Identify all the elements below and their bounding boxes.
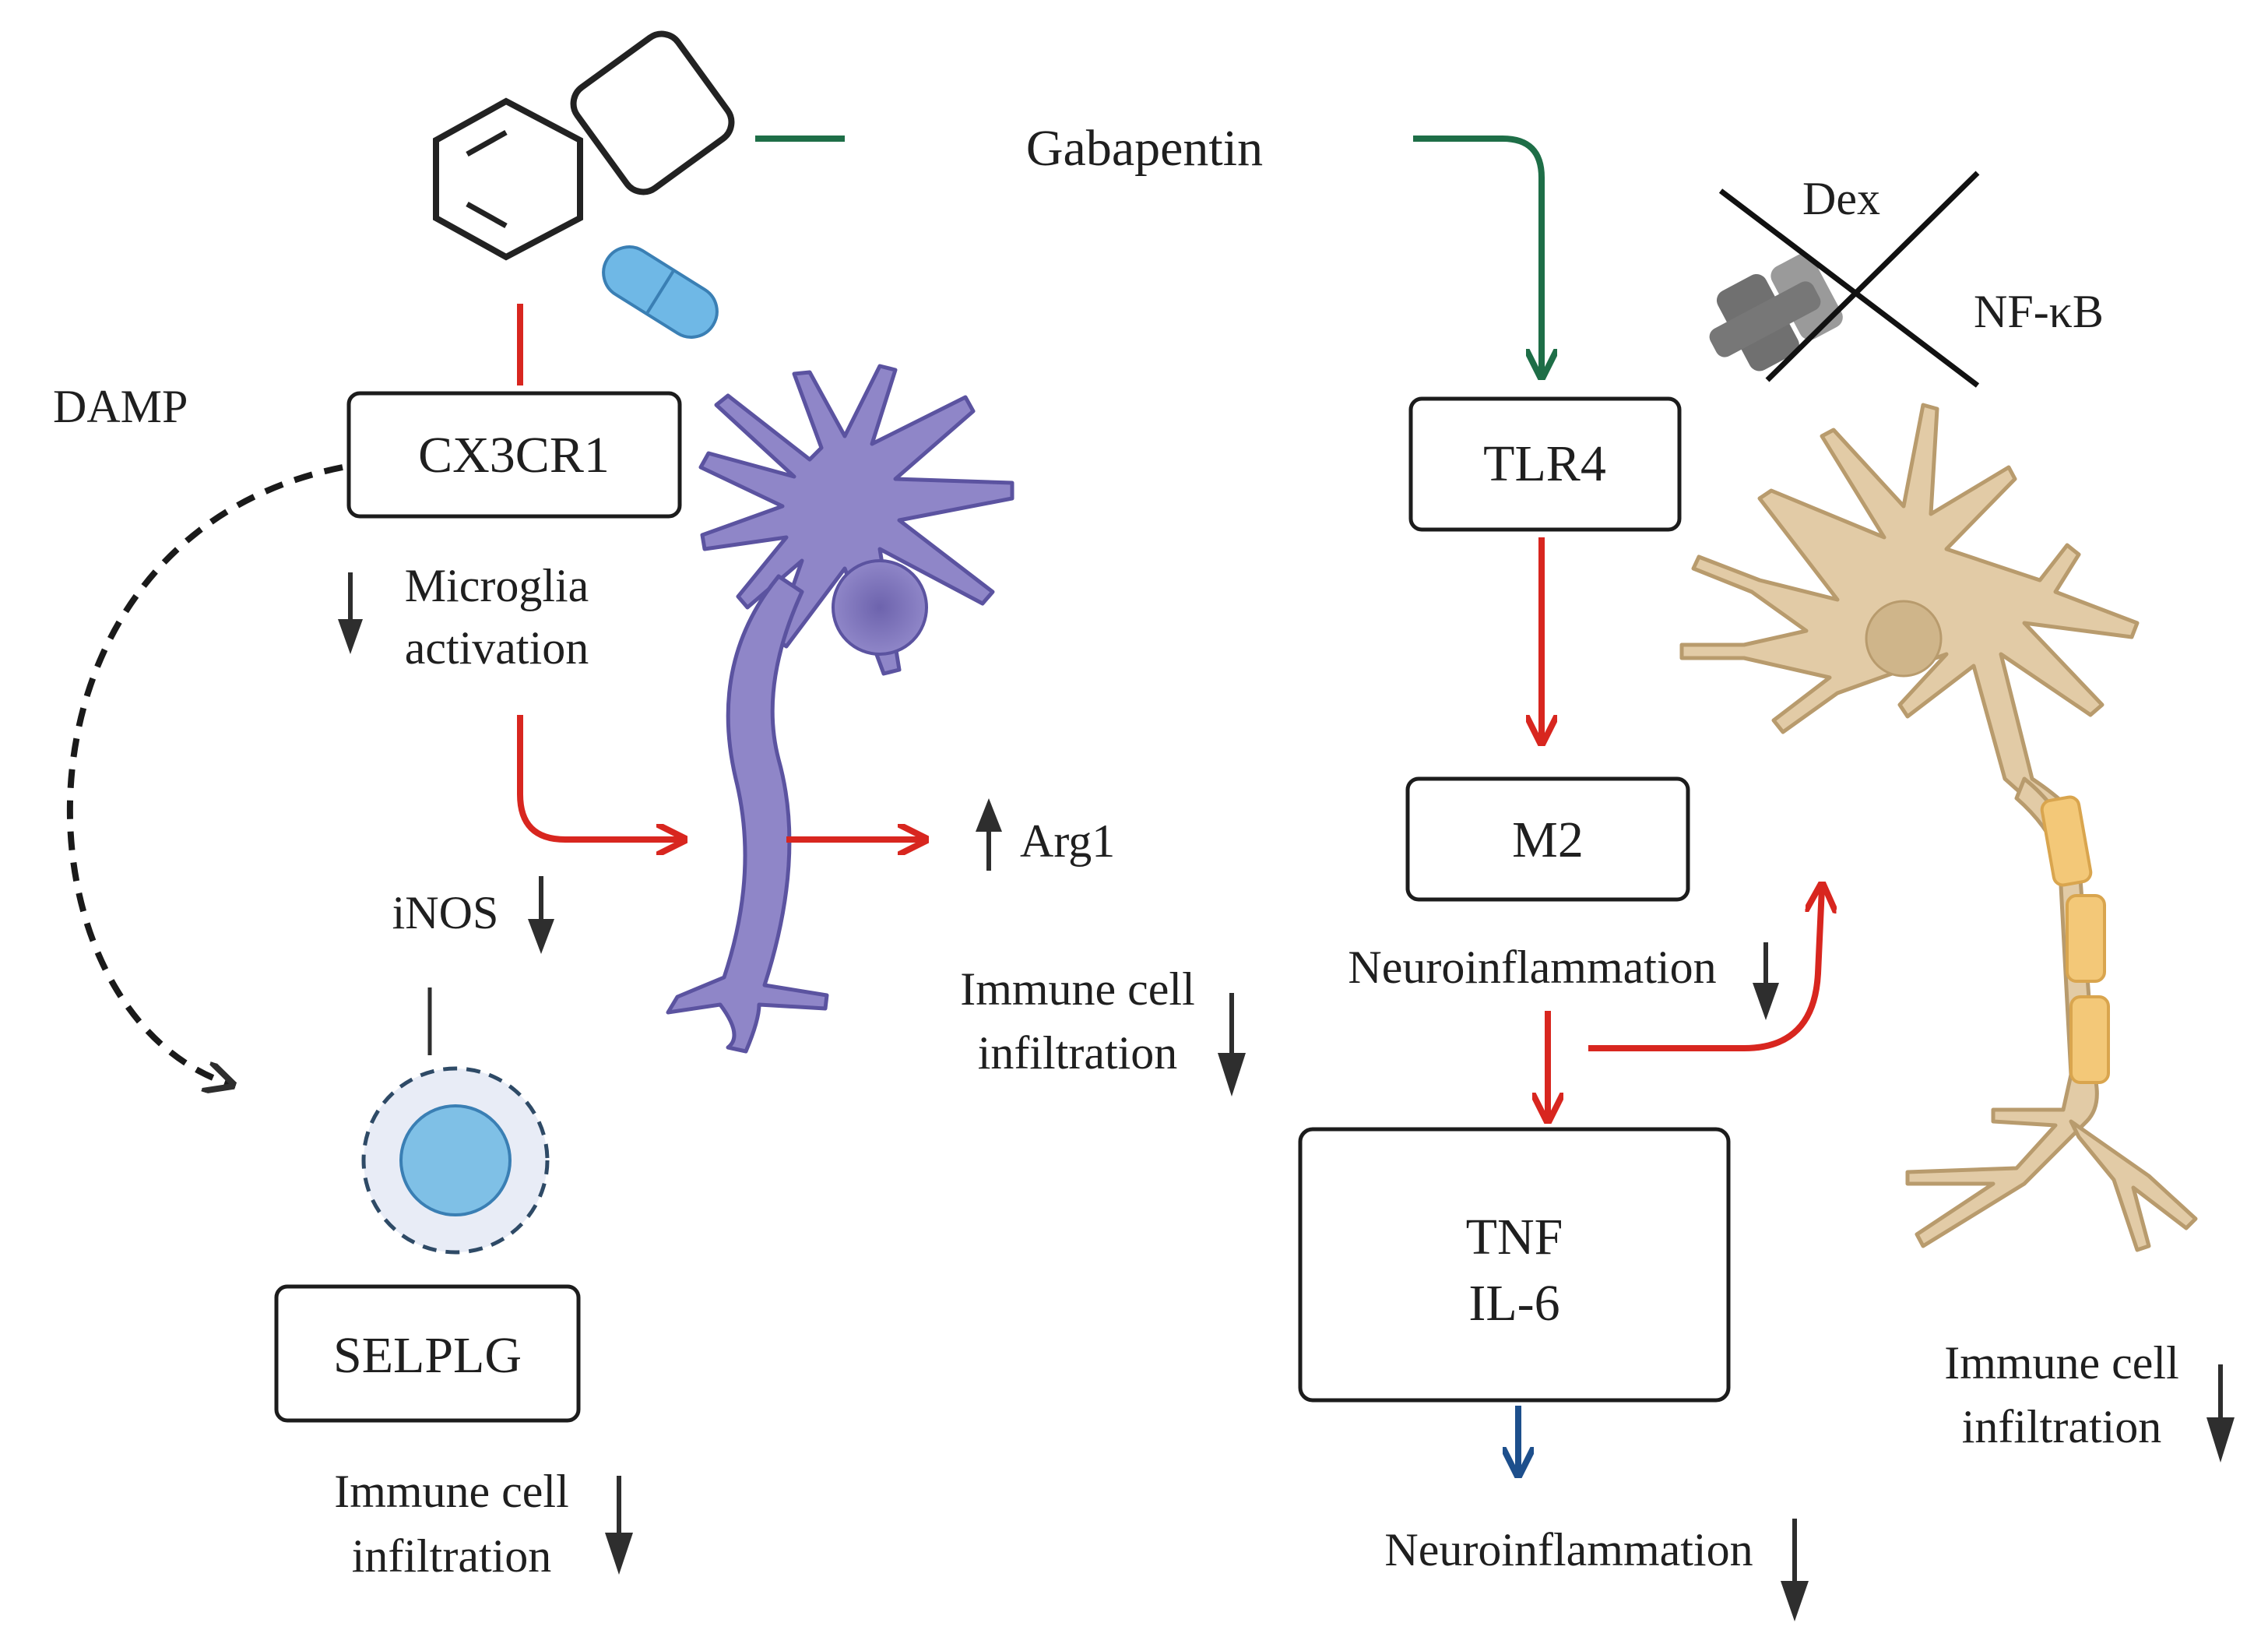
up-arrow-icon <box>976 798 1002 871</box>
microglia-cell-icon <box>666 364 1014 1054</box>
tnf-il6-box: TNF IL-6 <box>1298 1127 1731 1403</box>
microglia-activation-line2: activation <box>405 622 589 674</box>
inos-label: iNOS <box>392 887 499 938</box>
immune-infiltration-mid-line1: Immune cell <box>960 963 1195 1015</box>
immune-infiltration-mid-line2: infiltration <box>978 1027 1178 1079</box>
damp-dashed-arrow <box>66 464 343 1084</box>
down-arrow-icon <box>528 876 554 954</box>
tlr4-box: TLR4 <box>1408 396 1682 532</box>
dex-nfkb-blocked-icon <box>1709 171 1980 388</box>
m2-to-neuron-arrow <box>1588 888 1822 1051</box>
gabapentin-to-tlr4-arrow <box>1413 136 1542 374</box>
immune-infiltration-right-line2: infiltration <box>1962 1401 2162 1452</box>
immune-cell-icon <box>361 1066 550 1255</box>
tlr4-label: TLR4 <box>1483 435 1606 492</box>
neuron-cell-icon <box>1679 403 2198 1252</box>
selplg-box: SELPLG <box>274 1284 581 1423</box>
arg1-label: Arg1 <box>1020 815 1115 867</box>
down-arrow-icon <box>1218 993 1246 1097</box>
nfkb-label: NF-κB <box>1974 286 2104 337</box>
immune-infiltration-left-line1: Immune cell <box>334 1466 569 1517</box>
down-arrow-icon <box>2206 1364 2235 1463</box>
selplg-label: SELPLG <box>333 1327 522 1384</box>
down-arrow-icon <box>1781 1519 1809 1621</box>
m2-label: M2 <box>1512 811 1584 868</box>
il6-label: IL-6 <box>1468 1275 1559 1332</box>
neuroinflammation-mid-label: Neuroinflammation <box>1348 942 1716 993</box>
down-arrow-icon <box>605 1476 633 1575</box>
down-arrow-icon <box>1753 942 1779 1020</box>
microglia-activation-line1: Microglia <box>405 560 589 611</box>
cx3cr1-to-microglia-arrow <box>517 715 681 840</box>
m2-box: M2 <box>1405 776 1690 902</box>
cx3cr1-box: CX3CR1 <box>346 391 682 519</box>
gabapentin-label: Gabapentin <box>1026 120 1263 177</box>
damp-label: DAMP <box>53 381 188 432</box>
dex-label: Dex <box>1802 173 1880 224</box>
immune-infiltration-left-line2: infiltration <box>352 1530 552 1582</box>
down-arrow-icon <box>338 572 363 654</box>
myelin-sheath-icon <box>2040 795 2110 1084</box>
tnf-label: TNF <box>1466 1209 1563 1266</box>
neuroinflammation-bottom-label: Neuroinflammation <box>1384 1524 1753 1575</box>
immune-infiltration-right-line1: Immune cell <box>1944 1337 2179 1389</box>
gabapentin-structure-icon <box>433 30 735 261</box>
cx3cr1-label: CX3CR1 <box>418 427 610 484</box>
capsule-icon <box>602 245 719 339</box>
